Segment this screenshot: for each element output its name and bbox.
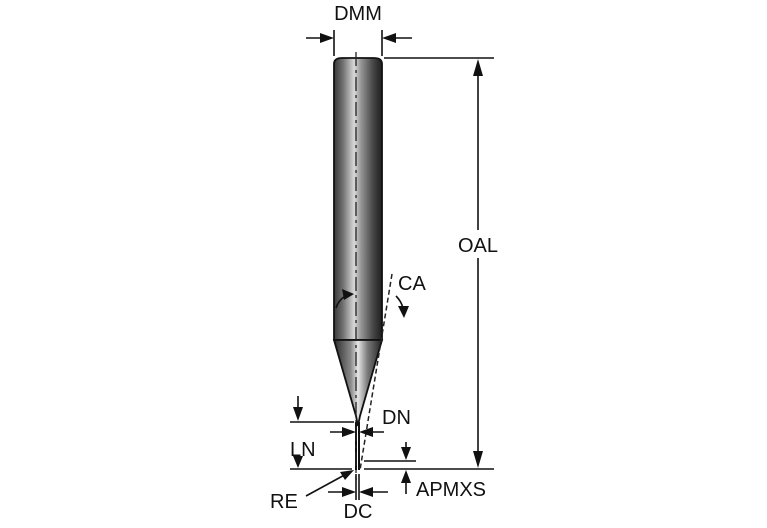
ca-reference-line <box>359 273 393 471</box>
dn-dimension <box>330 427 384 437</box>
tool-shank <box>333 57 383 341</box>
apmxs-label: APMXS <box>416 479 486 501</box>
ln-dimension <box>290 396 354 470</box>
ca-label: CA <box>398 273 426 295</box>
re-label: RE <box>270 491 298 513</box>
tool-cone <box>332 339 384 470</box>
ln-label: LN <box>290 439 316 461</box>
dmm-label: DMM <box>334 3 382 25</box>
dc-dimension <box>328 474 388 500</box>
dc-label: DC <box>344 501 373 523</box>
oal-dimension <box>364 57 494 470</box>
re-leader <box>305 470 354 497</box>
oal-label: OAL <box>458 235 498 257</box>
dn-label: DN <box>382 407 411 429</box>
dmm-dimension <box>306 30 412 56</box>
apmxs-dimension <box>364 442 416 494</box>
ca-angle-marker <box>335 289 409 318</box>
